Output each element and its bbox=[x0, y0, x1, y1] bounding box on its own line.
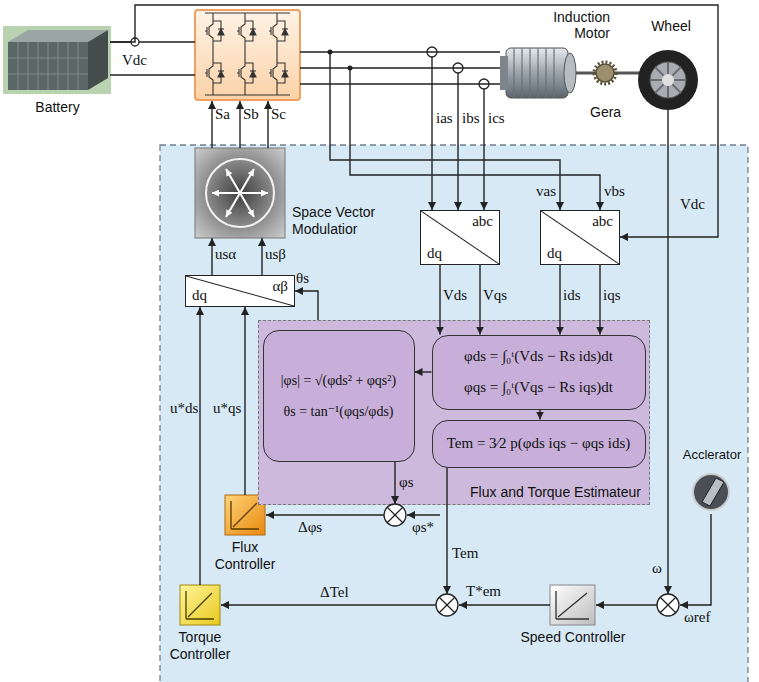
signal-label: Gera bbox=[590, 104, 621, 120]
equation: Tem = 3⁄2 p(φds iqs − φqs ids) bbox=[447, 435, 631, 452]
signal-label: θs bbox=[296, 270, 309, 286]
signal-label: ΔTel bbox=[320, 584, 349, 600]
signal-label: usα bbox=[215, 246, 236, 262]
signal-label: ias bbox=[436, 110, 453, 126]
abc-dq-transform: abc dq bbox=[420, 210, 500, 265]
signal-label: T*em bbox=[466, 583, 501, 599]
signal-arrow bbox=[599, 265, 600, 335]
speed-controller: Speed Controller bbox=[508, 585, 638, 649]
frame-label: αβ bbox=[273, 278, 289, 295]
frame-label: abc bbox=[592, 213, 613, 230]
wheel-art bbox=[638, 50, 698, 110]
signal-label: vbs bbox=[604, 183, 625, 199]
control-region bbox=[160, 145, 748, 682]
summing-junction bbox=[384, 504, 679, 616]
signal-label: ibs bbox=[462, 110, 480, 126]
signal-label: ωref bbox=[684, 609, 711, 625]
signal-label: usβ bbox=[265, 246, 286, 262]
equation: |φs| = √(φds² + φqs²) bbox=[281, 372, 396, 389]
block-label: Space Vector Modulatior bbox=[292, 204, 387, 238]
equation: θs = tan⁻¹(φqs/φds) bbox=[283, 403, 393, 420]
signal-label: Sa bbox=[215, 106, 230, 122]
signal-arrow bbox=[295, 291, 318, 320]
signal-label: Vqs bbox=[483, 287, 507, 303]
frame-label: dq bbox=[192, 287, 207, 304]
signal-label: vas bbox=[536, 183, 556, 199]
signal-label: Vdc bbox=[122, 52, 147, 68]
signal-label: iqs bbox=[603, 287, 621, 303]
signal-label: u*ds bbox=[170, 400, 198, 416]
signal-label: ω bbox=[652, 560, 662, 576]
frame-label: abc bbox=[472, 213, 493, 230]
accelerator: Acclerator bbox=[676, 446, 748, 514]
signal-arrow bbox=[110, 5, 718, 237]
signal-arrow bbox=[479, 265, 480, 335]
signal-label: ids bbox=[563, 287, 581, 303]
signal-label: u*qs bbox=[213, 400, 241, 416]
equation: φds = ∫₀ᵗ(Vds − Rs ids)dt bbox=[464, 348, 613, 365]
signal-arrow bbox=[415, 371, 432, 372]
block-label: Flux Controller bbox=[205, 539, 285, 573]
torque-controller: Torque Controller bbox=[160, 585, 240, 670]
battery: Battery bbox=[5, 28, 110, 118]
gear bbox=[594, 62, 616, 84]
torque-estimate-box: Tem = 3⁄2 p(φds iqs − φqs ids) bbox=[432, 420, 646, 468]
flux-controller: Flux Controller bbox=[205, 495, 285, 577]
speed-controller-block bbox=[550, 585, 595, 625]
signal-label: Δφs bbox=[298, 519, 322, 535]
flux-angle-box: |φs| = √(φds² + φqs²) θs = tan⁻¹(φqs/φds) bbox=[263, 330, 415, 462]
block-label: Speed Controller bbox=[520, 629, 625, 646]
signal-arrow bbox=[199, 307, 200, 585]
component-label: Acclerator bbox=[683, 446, 742, 463]
dq-alphabeta-transform: dq αβ bbox=[185, 275, 295, 307]
signal-arrow bbox=[261, 238, 262, 275]
equation: φqs = ∫₀ᵗ(Vqs − Rs iqs)dt bbox=[464, 379, 613, 396]
signal-label: φs* bbox=[412, 519, 434, 535]
component-label: Wheel bbox=[651, 18, 691, 35]
frame-label: dq bbox=[547, 245, 562, 262]
signal-arrow bbox=[211, 238, 212, 275]
signal-arrow bbox=[539, 410, 540, 420]
accelerator-pedal bbox=[693, 474, 729, 510]
signal-arrow bbox=[559, 265, 560, 335]
wheel: Wheel bbox=[632, 18, 710, 115]
signal-label: ics bbox=[488, 110, 505, 126]
signal-label: Vds bbox=[443, 287, 467, 303]
flux-torque-estimator: Flux and Torque Estimateur |φs| = √(φds² … bbox=[258, 320, 650, 505]
signal-label: Sb bbox=[243, 106, 259, 122]
induction-motor: Induction Motor bbox=[500, 9, 610, 104]
component-label: Battery bbox=[35, 99, 79, 116]
signal-label: Tem bbox=[452, 545, 478, 561]
signal-label: Sc bbox=[271, 106, 286, 122]
block-label: Torque Controller bbox=[160, 629, 240, 663]
torque-controller-block bbox=[180, 585, 220, 625]
battery-pack bbox=[3, 26, 111, 94]
signal-arrow bbox=[244, 307, 245, 495]
signal-label: φs bbox=[399, 474, 414, 490]
inverter bbox=[195, 10, 300, 100]
flux-integrator-box: φds = ∫₀ᵗ(Vds − Rs ids)dt φqs = ∫₀ᵗ(Vqs −… bbox=[432, 335, 646, 410]
abc-dq-transform: abc dq bbox=[540, 210, 620, 265]
component-label: Induction Motor bbox=[532, 9, 610, 41]
svm-block bbox=[195, 148, 285, 238]
signal-label: Vdc bbox=[680, 196, 705, 212]
space-vector-modulator: Space Vector Modulatior bbox=[195, 148, 390, 238]
frame-label: dq bbox=[427, 245, 442, 262]
region-label: Flux and Torque Estimateur bbox=[470, 484, 641, 501]
signal-arrow bbox=[439, 265, 440, 335]
